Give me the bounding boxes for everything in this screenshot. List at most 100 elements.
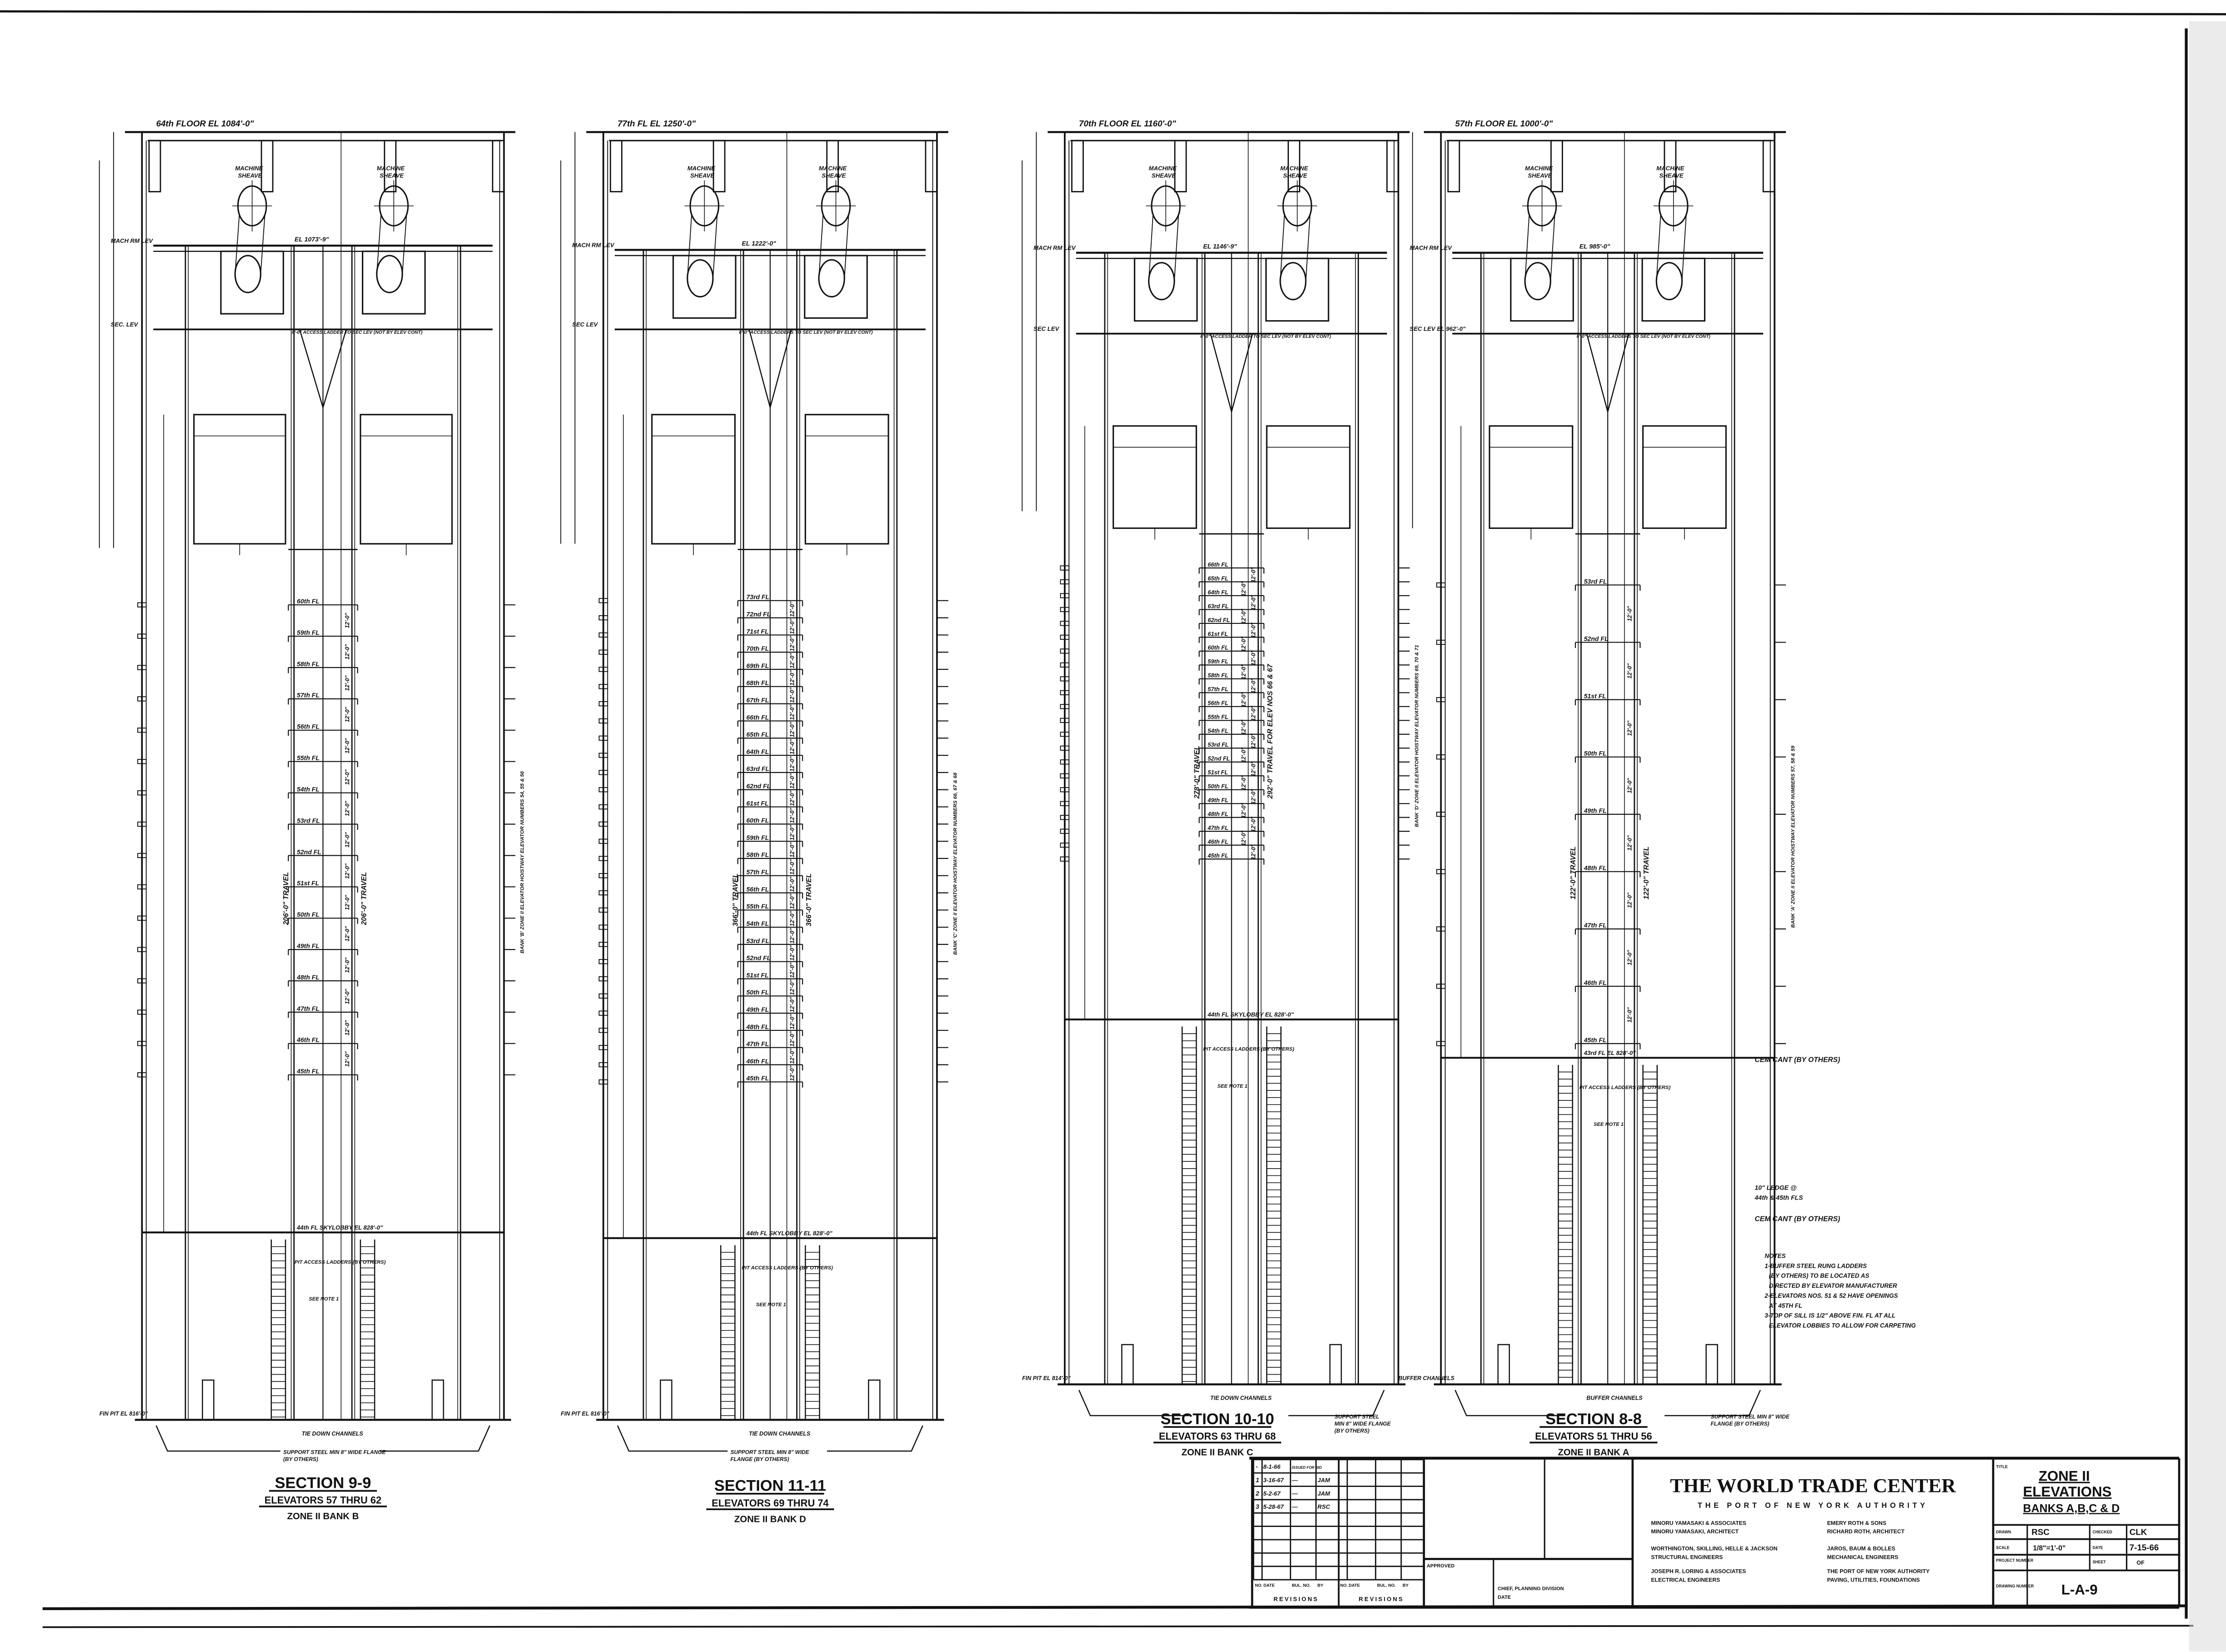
tie-down-label: TIE DOWN CHANNELS	[749, 1431, 811, 1437]
floor-height-label: 12'-0"	[789, 721, 795, 737]
revisions-caption: REVISIONS	[1359, 1596, 1404, 1602]
hoistway-tie	[1060, 704, 1070, 709]
hoistway-tie	[598, 959, 608, 964]
buffer	[1497, 1344, 1510, 1385]
floor-height-label: 12'-0"	[344, 832, 351, 848]
floor-label: 69th FL	[746, 662, 769, 669]
hoistway-tie	[1436, 582, 1446, 588]
floor-height-label: 12'-0"	[789, 1014, 795, 1029]
access-ladder	[322, 329, 347, 408]
floor-label: 46th FL	[746, 1057, 769, 1065]
tie-down-label: BUFFER CHANNELS	[1586, 1395, 1643, 1401]
floor-label: 60th FL	[746, 817, 769, 824]
revision-number: -	[1256, 1463, 1258, 1470]
side-notes: CEM CANT (BY OTHERS) 10" LEDGE @ 44th & …	[1754, 1056, 1840, 1223]
machine-label: MACHINE	[1656, 165, 1685, 172]
firm-name: JOSEPH R. LORING & ASSOCIATES	[1651, 1568, 1746, 1575]
pit-ladders-label: PIT ACCESS LADDERS (BY OTHERS)	[742, 1265, 833, 1270]
floor-height-label: 12'-0"	[344, 644, 351, 660]
floor-label: 66th FL	[1208, 561, 1228, 568]
hoistway-tie	[598, 649, 608, 655]
hoistway-tie	[137, 947, 147, 952]
travel-label: 366'-0" TRAVEL	[805, 874, 813, 927]
floor-height-label: 12'-0"	[1240, 581, 1247, 597]
hoistway-tie	[598, 804, 608, 810]
firm-role: RICHARD ROTH, ARCHITECT	[1827, 1528, 1905, 1535]
floor-height-label: 12'-0"	[1627, 949, 1633, 965]
floor-height-label: 12'-0"	[1240, 830, 1247, 846]
floor-label: 72nd FL	[746, 610, 771, 618]
revision-header: DATE	[1263, 1583, 1275, 1588]
access-ladder	[1586, 333, 1609, 412]
steel-beam	[384, 140, 397, 192]
hoistway-tie	[598, 718, 608, 724]
hoistway-tie	[137, 633, 147, 639]
drawn-by-value: RSC	[2031, 1527, 2050, 1537]
hoistway-tie	[1060, 842, 1070, 848]
machine-floor-elevation: EL 1073'-9"	[295, 236, 329, 243]
buffer	[660, 1379, 672, 1421]
scale-label: SCALE	[1996, 1546, 2010, 1550]
hoistway-tie	[1060, 565, 1070, 571]
secondary-level-label: SEC. LEV	[111, 321, 139, 328]
support-steel-label: (BY OTHERS)	[1334, 1428, 1369, 1434]
floor-label: 58th FL	[746, 851, 769, 859]
pit-ladders-label: PIT ACCESS LADDERS (BY OTHERS)	[1579, 1085, 1671, 1090]
machine-label: SHEAVE	[1283, 172, 1308, 179]
steel-beam	[1762, 140, 1775, 192]
approval-date-label: DATE	[1498, 1595, 1511, 1600]
steel-beam	[1447, 140, 1460, 192]
ledge-label: 10" LEDGE @	[1755, 1184, 1796, 1191]
firm-name: EMERY ROTH & SONS	[1827, 1520, 1886, 1526]
pit-ladder	[805, 1245, 820, 1420]
hoistway-tie	[1060, 579, 1070, 585]
floor-height-label: 12'-0"	[1250, 788, 1257, 804]
hoistway-tie	[137, 1009, 147, 1015]
floor-height-label: 12'-0"	[344, 894, 351, 910]
skylobby-label: 44th FL SKYLOBBY EL 828'-0"	[746, 1230, 832, 1237]
top-floor-label: 64th FLOOR EL 1084'-0"	[156, 119, 254, 128]
floor-height-label: 12'-0"	[1627, 663, 1633, 679]
machine-frame	[1133, 257, 1198, 322]
floor-label: 45th FL	[746, 1075, 769, 1082]
floor-height-label: 12'-0"	[789, 807, 795, 823]
floor-height-label: 12'-0"	[344, 1051, 351, 1067]
floor-label: 52nd FL	[297, 848, 321, 855]
hoistway-tie	[1060, 662, 1070, 668]
travel-label: 122'-0" TRAVEL	[1643, 846, 1650, 899]
hoistway-tie	[598, 1062, 608, 1068]
sheet-value: OF	[2136, 1560, 2145, 1566]
see-note-label: SEE NOTE 1	[1218, 1084, 1248, 1089]
buffer	[1705, 1344, 1718, 1385]
floor-label: 48th FL	[1207, 811, 1228, 818]
revision-by: RSC	[1318, 1503, 1330, 1510]
revision-by: JAM	[1318, 1477, 1331, 1484]
revision-bulletin: —	[1291, 1490, 1298, 1497]
hoistway-tie	[1060, 690, 1070, 695]
hoistway-tie	[1060, 607, 1070, 613]
floor-label: 54th FL	[297, 785, 320, 793]
hoistway-tie	[598, 632, 608, 638]
note-line: DIRECTED BY ELEVATOR MANUFACTURER	[1769, 1282, 1897, 1289]
steel-beam	[1288, 140, 1300, 192]
floor-height-label: 12'-0"	[1627, 720, 1633, 736]
elevator-car	[1642, 425, 1727, 529]
machine-frame	[1265, 257, 1329, 322]
machine-frame	[1641, 257, 1705, 322]
elevator-car	[1266, 425, 1351, 529]
pit-ladders-label: PIT ACCESS LADDERS (BY OTHERS)	[295, 1260, 386, 1265]
pit-ladders-label: PIT ACCESS LADDERS (BY OTHERS)	[1203, 1047, 1294, 1052]
top-floor-label: 70th FLOOR EL 1160'-0"	[1079, 119, 1177, 128]
travel-label: 366'-0" TRAVEL	[732, 874, 740, 927]
hoistway-tie	[598, 701, 608, 707]
floor-height-label: 12'-0"	[789, 945, 795, 961]
hoistway-tie	[598, 1045, 608, 1050]
floor-label: 47th FL	[1584, 922, 1607, 929]
floor-label: 65th FL	[1208, 575, 1228, 582]
support-steel-label: SUPPORT STEEL MIN 8" WIDE	[731, 1449, 810, 1455]
floor-height-label: 12'-0"	[1240, 774, 1247, 790]
floor-height-label: 12'-0"	[1240, 664, 1247, 680]
machine-room-level-label: MACH RM LEV	[111, 237, 154, 244]
pit-ladder	[720, 1245, 736, 1420]
floor-label: 63rd FL	[1208, 603, 1228, 609]
